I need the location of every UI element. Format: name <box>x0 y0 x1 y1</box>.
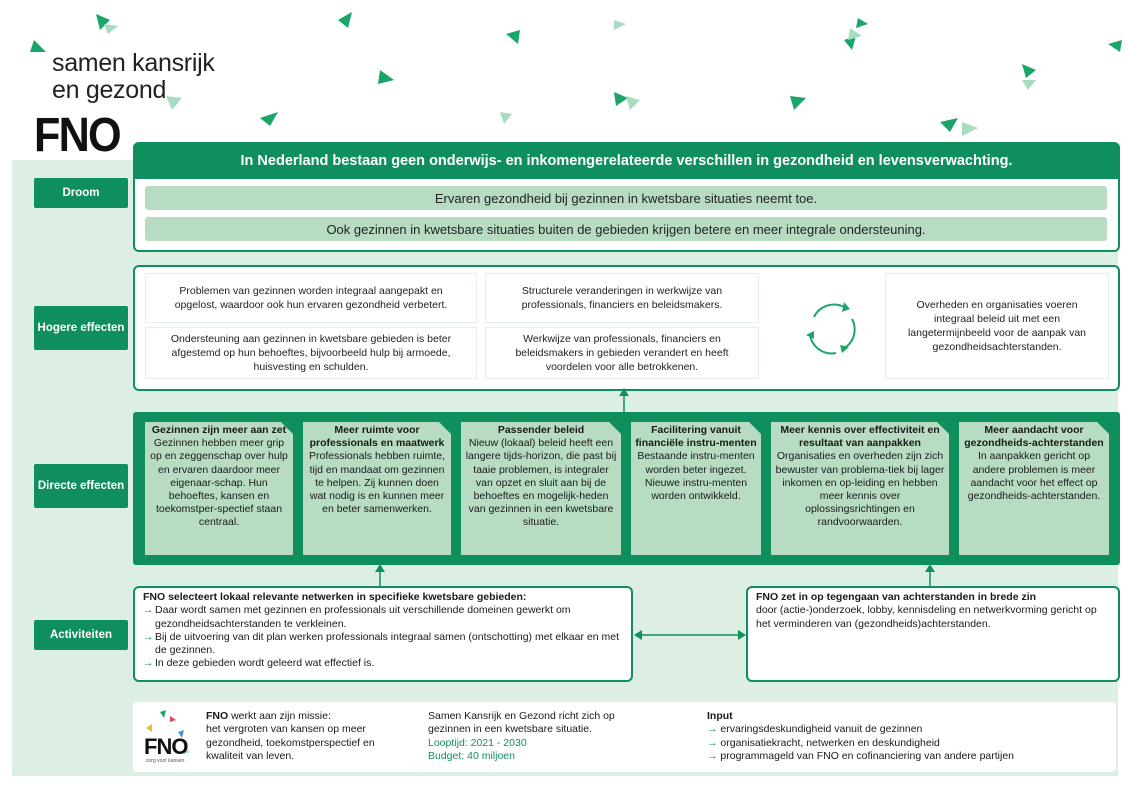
directe-card-4-body: Bestaande instru-menten worden beter ing… <box>637 450 755 503</box>
activiteiten-right-title: FNO zet in op tegengaan van achterstande… <box>756 591 1037 603</box>
directe-card-5: Meer kennis over effectiviteit en result… <box>771 422 949 555</box>
activiteiten-item-3-text: In deze gebieden wordt geleerd wat effec… <box>155 657 375 670</box>
footer-logo-sub: zorg voor kansen <box>146 758 185 764</box>
arrow-right-icon: → <box>143 657 154 670</box>
directe-card-3-title: Passender beleid <box>497 424 585 436</box>
footer-program-text: Samen Kansrijk en Gezond richt zich op g… <box>428 710 615 736</box>
footer-program: Samen Kansrijk en Gezond richt zich op g… <box>428 710 648 763</box>
footer-input-item-3-text: programmageld van FNO en cofinanciering … <box>720 749 1015 762</box>
hogere-box-4: Werkwijze van professionals, financiers … <box>486 328 758 378</box>
directe-card-6-title: Meer aandacht voor gezondheids-achtersta… <box>964 424 1104 450</box>
directe-card-2-title: Meer ruimte voor professionals en maatwe… <box>309 424 445 450</box>
hogere-box-5-text: Overheden en organisaties voeren integra… <box>907 299 1087 353</box>
directe-card-4-title: Facilitering vanuit financiële instru-me… <box>635 424 757 450</box>
hogere-box-1-text: Problemen van gezinnen worden integraal … <box>174 285 448 311</box>
row-label-hogere: Hogere effecten <box>34 306 128 350</box>
directe-card-2-body: Professionals hebben ruimte, tijd en man… <box>309 450 445 516</box>
arrow-right-icon: → <box>143 604 154 617</box>
directe-card-1-body: Gezinnen hebben meer grip op en zeggensc… <box>150 437 288 529</box>
cycle-arrows-icon <box>806 302 856 355</box>
hogere-box-1: Problemen van gezinnen worden integraal … <box>146 274 476 322</box>
activiteiten-item-2-text: Bij de uitvoering van dit plan werken pr… <box>155 630 619 657</box>
droom-headline: In Nederland bestaan geen onderwijs- en … <box>133 142 1120 179</box>
footer-input-item-3: → programmageld van FNO en cofinancierin… <box>707 750 1107 763</box>
footer-input-item-2-text: organisatiekracht, netwerken en deskundi… <box>720 736 940 749</box>
fno-small-logo <box>146 710 190 754</box>
hogere-box-3-text: Structurele veranderingen in werkwijze v… <box>521 285 723 311</box>
arrow-right-icon: → <box>707 749 721 762</box>
activiteiten-left-title: FNO selecteert lokaal relevante netwerke… <box>143 591 527 603</box>
footer-input-item-1-text: ervaringsdeskundigheid vanuit de gezinne… <box>720 723 923 736</box>
arrow-right-icon: → <box>143 630 154 643</box>
hogere-box-4-text: Werkwijze van professionals, financiers … <box>515 333 729 373</box>
footer-input-item-2: → organisatiekracht, netwerken en deskun… <box>707 737 1107 750</box>
tagline-line1: samen kansrijk <box>52 49 215 77</box>
directe-card-5-title: Meer kennis over effectiviteit en result… <box>780 424 940 450</box>
activiteiten-right-body: door (actie-)onderzoek, lobby, kennisdel… <box>756 604 1097 630</box>
droom-bar-1: Ervaren gezondheid bij gezinnen in kwets… <box>145 186 1107 210</box>
fno-logo: FNO <box>34 109 122 162</box>
footer-mission-line: FNO werkt aan zijn missie: <box>206 710 406 723</box>
activiteiten-left-box: FNO selecteert lokaal relevante netwerke… <box>133 586 633 682</box>
activiteiten-item-3: →In deze gebieden wordt geleerd wat effe… <box>143 657 623 670</box>
footer-mission-body: het vergroten van kansen op meer gezondh… <box>206 723 375 762</box>
directe-card-6-body: In aanpakken gericht op andere problemen… <box>967 450 1101 503</box>
confetti-small-icon <box>146 710 190 754</box>
directe-card-5-body: Organisaties en overheden zijn zich bewu… <box>775 450 945 529</box>
tagline: samen kansrijk en gezond <box>52 50 215 104</box>
hogere-box-2-text: Ondersteuning aan gezinnen in kwetsbare … <box>170 333 452 373</box>
hogere-box-5: Overheden en organisaties voeren integra… <box>886 274 1108 378</box>
footer-budget: Budget: 40 miljoen <box>428 749 515 762</box>
footer-input-item-1: → ervaringsdeskundigheid vanuit de gezin… <box>707 723 1107 736</box>
hogere-box-2: Ondersteuning aan gezinnen in kwetsbare … <box>146 328 476 378</box>
footer-input-title: Input <box>707 710 733 722</box>
directe-panel <box>133 412 1120 565</box>
directe-card-3-body: Nieuw (lokaal) beleid heeft een langere … <box>465 437 617 529</box>
footer-logo-text: FNO <box>144 734 188 759</box>
directe-card-2: Meer ruimte voor professionals en maatwe… <box>303 422 451 555</box>
row-label-directe: Directe effecten <box>34 464 128 508</box>
activiteiten-item-2: →Bij de uitvoering van dit plan werken p… <box>143 631 623 658</box>
activiteiten-item-1-text: Daar wordt samen met gezinnen en profess… <box>155 604 571 630</box>
tagline-line2: en gezond <box>52 76 167 104</box>
arrow-right-icon: → <box>707 723 721 736</box>
arrow-right-icon: → <box>707 736 721 749</box>
row-label-activiteiten: Activiteiten <box>34 620 128 650</box>
hogere-box-3: Structurele veranderingen in werkwijze v… <box>486 274 758 322</box>
footer-mission-bold: FNO <box>206 710 229 722</box>
footer-input: Input → ervaringsdeskundigheid vanuit de… <box>707 710 1107 763</box>
footer-looptijd: Looptijd: 2021 - 2030 <box>428 736 527 749</box>
droom-bar-2: Ook gezinnen in kwetsbare situaties buit… <box>145 217 1107 241</box>
footer-mission: FNO werkt aan zijn missie: het vergroten… <box>206 710 406 763</box>
directe-card-1-title: Gezinnen zijn meer aan zet <box>151 424 287 436</box>
directe-card-6: Meer aandacht voor gezondheids-achtersta… <box>959 422 1109 555</box>
activiteiten-item-1: →Daar wordt samen met gezinnen en profes… <box>143 604 623 631</box>
activiteiten-right-box: FNO zet in op tegengaan van achterstande… <box>746 586 1120 682</box>
directe-card-4: Facilitering vanuit financiële instru-me… <box>631 422 761 555</box>
row-label-droom: Droom <box>34 178 128 208</box>
footer-mission-rest: werkt aan zijn missie: <box>228 710 331 722</box>
footer-panel <box>133 702 1116 772</box>
